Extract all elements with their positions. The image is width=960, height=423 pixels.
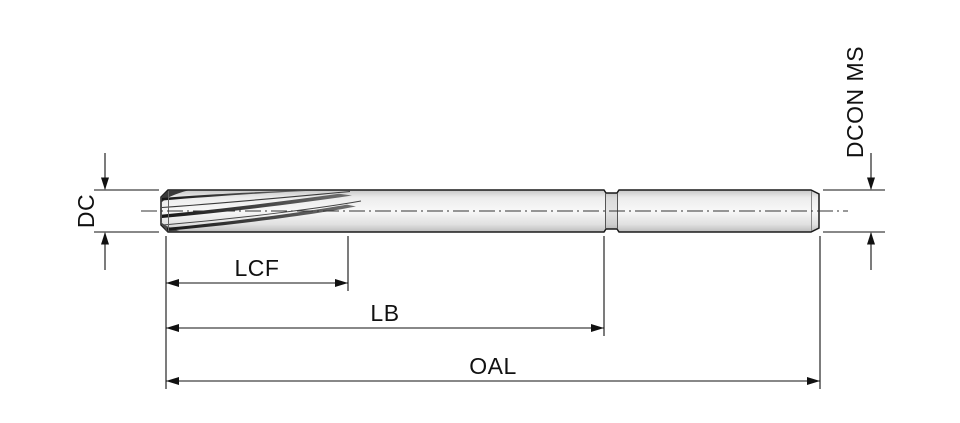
dim-dcon-ms: DCON MS: [823, 46, 885, 270]
arrowhead: [867, 177, 875, 190]
label-lcf: LCF: [235, 255, 280, 281]
arrowhead: [101, 177, 109, 190]
label-dc: DC: [73, 194, 99, 228]
dim-dc: DC: [73, 153, 159, 270]
arrowhead: [807, 377, 820, 385]
flute-wedge: [162, 193, 352, 218]
label-dcon-ms: DCON MS: [842, 46, 868, 158]
dim-oal: OAL: [166, 236, 821, 389]
flute-line: [162, 200, 362, 226]
tip-lower-shading: [161, 222, 180, 232]
label-oal: OAL: [469, 353, 517, 379]
dimensions: DC DCON MS LCF LB: [73, 46, 885, 389]
tip-chamfer-shading: [161, 190, 188, 203]
arrowhead: [867, 232, 875, 245]
dim-lcf: LCF: [166, 236, 349, 291]
arrowhead: [166, 279, 179, 287]
dim-lb: LB: [166, 236, 605, 336]
arrowhead: [335, 279, 348, 287]
arrowhead: [101, 232, 109, 245]
flute-line: [161, 190, 351, 209]
arrowhead: [166, 324, 179, 332]
arrowhead: [591, 324, 604, 332]
label-lb: LB: [370, 300, 399, 326]
arrowhead: [166, 377, 179, 385]
